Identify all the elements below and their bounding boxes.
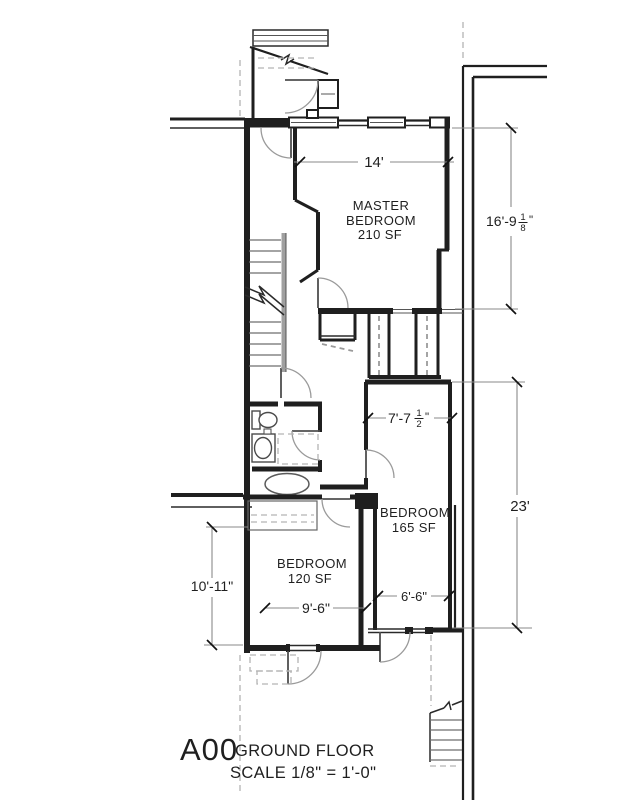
dim-bed120-width: 9'-6" <box>302 600 330 616</box>
entry-door-swing <box>284 79 319 114</box>
bathroom <box>245 401 322 496</box>
dim-bed165-width: 7'-7 <box>388 410 411 426</box>
bedroom120-closet <box>247 500 318 531</box>
break-line <box>244 293 285 316</box>
sink-shelf <box>263 428 272 435</box>
bedroom165-door-swing <box>365 449 395 479</box>
rear-door-swing <box>379 631 411 663</box>
entry-vestibule <box>249 29 339 118</box>
dim-right-depth: 23' <box>510 498 530 515</box>
bedroom-120: BEDROOM 120 SF <box>243 494 380 685</box>
front-wall <box>245 109 450 159</box>
bath-door-swing <box>291 430 321 461</box>
patio-door-swing <box>287 650 322 685</box>
bedroom-165: BEDROOM 165 SF <box>320 379 463 706</box>
bedroom120-door-swing <box>321 498 351 528</box>
shower-clearance <box>277 433 319 465</box>
front-door-swing <box>260 127 292 159</box>
rear-steps-dashed <box>249 654 299 672</box>
dimensions: 14' 16'-9 1 8 " 7'-7 1 2 " 23' 10'-11" <box>191 122 533 651</box>
bedroom120-area: 120 SF <box>288 571 332 586</box>
bedroom120-label: BEDROOM <box>277 556 347 571</box>
main-staircase <box>244 233 312 399</box>
master-bedroom-label: BEDROOM <box>346 213 416 228</box>
bedroom165-label: BEDROOM <box>380 505 450 520</box>
break-line <box>443 700 452 711</box>
dim-bed120-depth: 10'-11" <box>191 578 233 594</box>
dim-bed165-width-frac-num: 1 <box>416 408 421 419</box>
break-line <box>244 285 285 308</box>
rear-staircase <box>429 700 463 767</box>
dim-master-depth-frac-den: 8 <box>520 223 525 234</box>
master-door-swing <box>317 277 349 309</box>
rear-steps-dashed <box>256 670 292 685</box>
structural-pier <box>355 493 378 509</box>
dim-master-width: 14' <box>364 154 384 171</box>
sink-basin <box>253 436 273 460</box>
scale-note: SCALE 1/8" = 1'-0" <box>230 764 376 782</box>
master-bedroom-label: MASTER <box>353 198 410 213</box>
toilet-bowl <box>258 411 278 429</box>
door-jamb <box>306 109 319 119</box>
dim-bed165-width-unit: " <box>425 412 429 424</box>
master-bedroom-area: 210 SF <box>358 227 402 242</box>
dim-master-depth-frac-num: 1 <box>520 212 525 223</box>
bedroom165-area: 165 SF <box>392 520 436 535</box>
sheet-code: A00 <box>180 732 238 767</box>
closets <box>318 308 463 379</box>
title-block: A00 GROUND FLOOR SCALE 1/8" = 1'-0" <box>180 732 376 782</box>
exterior-walls <box>170 22 547 800</box>
dim-bed165-width-frac-den: 2 <box>416 419 421 430</box>
stoop-steps <box>252 29 329 47</box>
dim-master-depth: 16'-9 <box>486 213 517 229</box>
sheet-name: GROUND FLOOR <box>235 742 375 760</box>
stair-door-swing <box>280 367 312 399</box>
dim-master-depth-unit: " <box>529 215 533 227</box>
master-bedroom: MASTER BEDROOM 210 SF <box>293 118 450 312</box>
dim-bed165-bay-width: 6'-6" <box>401 589 427 604</box>
bathtub <box>264 472 310 496</box>
